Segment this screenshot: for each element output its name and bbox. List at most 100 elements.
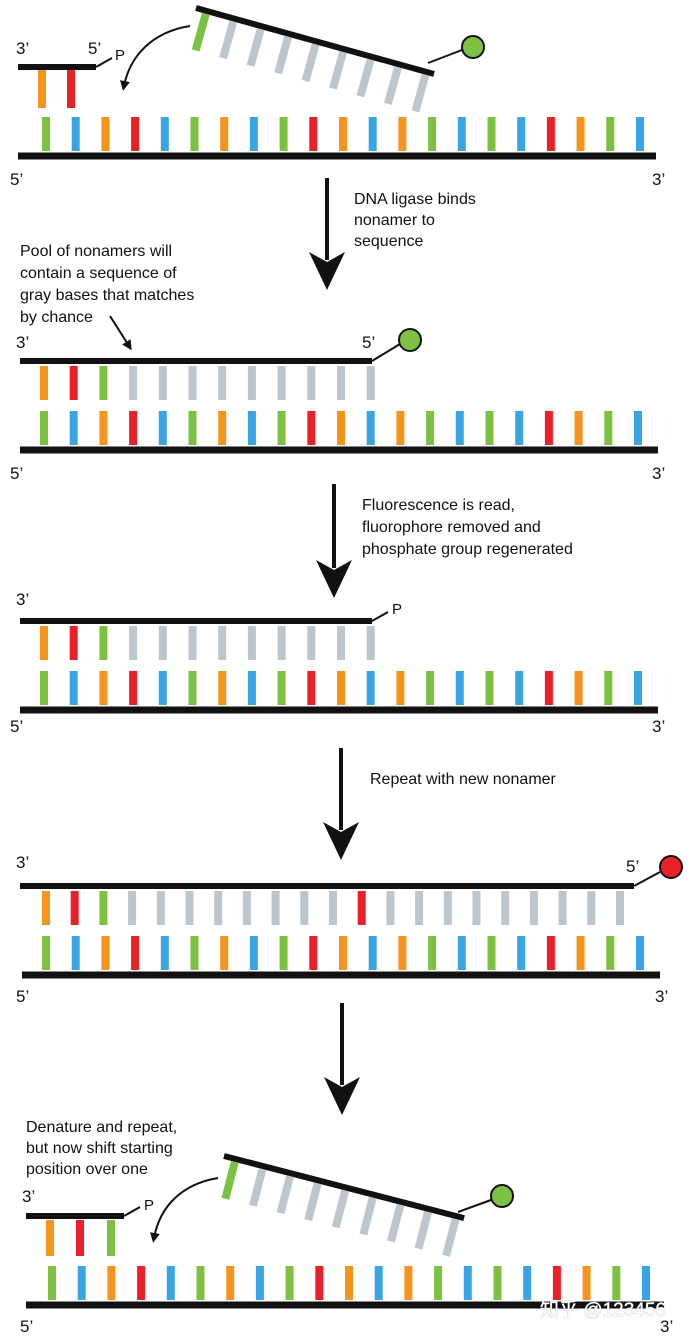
panel-3-probe-bases-base-6 — [188, 626, 197, 660]
panel-5-nonamer-bases-base-2 — [249, 1168, 267, 1207]
panel-4-probe-bases-base-15 — [443, 891, 452, 925]
panel-4-probe-bases-base-19 — [558, 891, 567, 925]
panel-3-template-5prime-label: 5’ — [10, 717, 23, 736]
panel-3-template-bases-base-6 — [188, 671, 197, 705]
panel-4-probe-bases-base-17 — [501, 891, 510, 925]
panel-4-template-bases-base-14 — [428, 936, 437, 970]
panel-3-template-bases-base-13 — [396, 671, 405, 705]
panel-5-anchor-base-2 — [76, 1220, 84, 1256]
panel-1-template-bases-base-10 — [309, 117, 318, 151]
panel-4-probe-bases-base-14 — [415, 891, 424, 925]
panel-2-template-bases-base-1 — [40, 411, 48, 445]
panel-2-template-bases-base-17 — [515, 411, 524, 445]
panel-1-phosphate-link — [95, 57, 113, 68]
panel-1-template-bases-base-5 — [160, 117, 169, 151]
panel-2-template-bases-base-3 — [99, 411, 108, 445]
panel-2-probe-bases-base-8 — [247, 366, 256, 400]
panel-5-template-bases-base-11 — [345, 1266, 353, 1300]
step-arrow-2 — [316, 484, 352, 598]
panel-4-template-bases-base-9 — [279, 936, 288, 970]
panel-4-probe-bases-base-4 — [128, 891, 137, 925]
panel-1-nonamer-bases-base-3 — [246, 27, 265, 67]
panel-2-template-bases-base-4 — [129, 411, 138, 445]
panel-3: 3’ P 5’ 3’ — [10, 590, 665, 736]
panel-1-template-bases-base-21 — [636, 117, 644, 151]
panel-2-probe-bases — [40, 366, 375, 400]
panel-1-template-bases-base-1 — [42, 117, 50, 151]
panel-3-template-bases-base-17 — [515, 671, 524, 705]
panel-3-probe-bases-base-8 — [247, 626, 256, 660]
panel-2-template-5prime-label: 5’ — [10, 464, 23, 483]
panel-1-phosphate-label: P — [115, 47, 125, 64]
panel-5-template-bases-base-16 — [493, 1266, 502, 1300]
panel-1-anchor-base-1 — [38, 70, 46, 108]
panel-2-probe-bases-base-12 — [366, 366, 375, 400]
panel-3-template-bases-base-5 — [158, 671, 167, 705]
panel-5-anchor-base-3 — [107, 1220, 115, 1256]
panel-4-probe-bases-base-6 — [185, 891, 194, 925]
panel-2-probe-bases-base-6 — [188, 366, 197, 400]
panel-2-template-bases-base-21 — [634, 411, 642, 445]
panel-2-probe-bases-base-4 — [129, 366, 138, 400]
panel-1-template-bases-base-13 — [398, 117, 407, 151]
panel-5-anchor-base-1 — [46, 1220, 54, 1256]
pool-note-line-2: contain a sequence of — [20, 265, 177, 282]
step-1-line-2: nonamer to — [354, 212, 435, 229]
panel-5-template-bases-base-4 — [137, 1266, 146, 1300]
panel-1-nonamer-bases-base-2 — [219, 20, 238, 60]
panel-3-template-bases-base-8 — [247, 671, 256, 705]
panel-3-template-bases-base-15 — [455, 671, 464, 705]
watermark: 知乎 @123456 — [540, 1299, 666, 1321]
panel-5-nonamer-bases-base-7 — [387, 1203, 405, 1243]
panel-4-template-bases-base-12 — [368, 936, 377, 970]
panel-5-nonamer-bases-base-5 — [331, 1189, 350, 1229]
panel-4-template-bases-base-17 — [517, 936, 526, 970]
panel-1-template-bases-base-9 — [279, 117, 288, 151]
panel-3-template-3prime-label: 3’ — [652, 717, 665, 736]
panel-2-template-bases-base-13 — [396, 411, 405, 445]
panel-4-template-bases-base-21 — [636, 936, 644, 970]
panel-2-template-bases-base-6 — [188, 411, 197, 445]
panel-2-probe-bases-base-3 — [99, 366, 108, 400]
panel-4-fluorophore — [659, 855, 683, 879]
panel-2-template-bases-base-11 — [337, 411, 345, 445]
panel-3-probe-bases-base-7 — [218, 626, 227, 660]
panel-3-template-bases-base-4 — [129, 671, 138, 705]
panel-5-template-bases-base-15 — [463, 1266, 472, 1300]
panel-2-template-bases-base-12 — [366, 411, 375, 445]
panel-4-template-bases-base-8 — [249, 936, 258, 970]
panel-1-fluorophore — [461, 35, 485, 59]
panel-1-template-bases-base-4 — [131, 117, 140, 151]
panel-2-template-3prime-label: 3’ — [652, 464, 665, 483]
panel-4-fluorophore-link — [633, 871, 661, 887]
panel-5-phosphate-label: P — [144, 1197, 154, 1214]
panel-2-probe-bases-base-10 — [307, 366, 316, 400]
panel-5-template-bases-base-13 — [404, 1266, 413, 1300]
panel-5-template-bases-base-8 — [255, 1266, 264, 1300]
panel-5-template-bases-base-6 — [196, 1266, 205, 1300]
step-1-description: DNA ligase binds nonamer to sequence — [354, 191, 480, 250]
panel-3-probe-bases-base-11 — [337, 626, 345, 660]
panel-2-template-bases-base-20 — [604, 411, 613, 445]
panel-2-probe-3prime-label: 3’ — [16, 333, 29, 352]
panel-4-template-bases-base-11 — [339, 936, 347, 970]
panel-2-template-bases-base-9 — [277, 411, 286, 445]
panel-5-template-bases-base-1 — [48, 1266, 56, 1300]
panel-2-template-bases-base-15 — [455, 411, 464, 445]
panel-4-probe-bases-base-2 — [70, 891, 79, 925]
panel-3-template-bases-base-19 — [574, 671, 583, 705]
panel-4-template-bases-base-4 — [131, 936, 140, 970]
step-arrow-1 — [309, 178, 345, 290]
panel-5-phosphate-link — [123, 1206, 141, 1217]
panel-4-probe-bases-base-1 — [42, 891, 50, 925]
panel-5-template-bases — [48, 1266, 650, 1300]
panel-4-probe-bases-base-16 — [472, 891, 481, 925]
panel-2-probe-bases-base-1 — [40, 366, 48, 400]
panel-4-probe-bases-base-5 — [156, 891, 165, 925]
panel-3-probe-bases-base-1 — [40, 626, 48, 660]
panel-2-template-bases-base-5 — [158, 411, 167, 445]
panel-1-template-bases-base-8 — [249, 117, 258, 151]
panel-4-probe-bases-base-8 — [242, 891, 251, 925]
panel-5-template-bases-base-10 — [315, 1266, 324, 1300]
panel-4-probe-bases-base-20 — [587, 891, 596, 925]
